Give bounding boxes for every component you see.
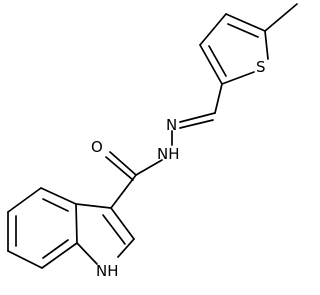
atom-label-imine-nitrogen: N [166, 116, 177, 134]
bond-methyl [264, 3, 298, 32]
atom-label-indole-nitrogen: NH [96, 262, 119, 280]
bond-benzene-c6-c7 [7, 250, 43, 269]
bond-ch-n-double-2 [179, 119, 214, 129]
structure-diagram: S O N NH NH [7, 3, 298, 280]
bond-carbonyl-o-1 [109, 151, 137, 176]
bond-thiophene-c5-c4 [225, 13, 266, 32]
bond-thiophene-c3-c2-inner [208, 45, 227, 77]
bond-benzene-c3a-c4-inner [42, 198, 69, 212]
bond-indole-c3-c2-inner [102, 214, 126, 245]
bond-indole-c3-c2 [110, 207, 135, 240]
bond-indole-n1-c7a [76, 242, 98, 265]
bond-carbonyl-o-2 [105, 156, 134, 181]
bond-carbonyl-indole [110, 174, 137, 209]
bond-indole-c3-c3a [75, 203, 112, 209]
atom-label-amide-nitrogen: NH [157, 145, 180, 163]
bond-thiophene-c5-c4-inner [227, 23, 259, 38]
bond-thiophene-s-c5 [264, 30, 269, 60]
bond-benzene-c4-c5 [7, 187, 42, 213]
atom-label-oxygen: O [91, 138, 103, 156]
bond-ch-n-double [179, 112, 216, 123]
bond-indole-c2-n1 [117, 238, 135, 258]
bond-benzene-c7-c7a [41, 242, 78, 269]
bond-thiophene-c4-c3 [199, 13, 227, 46]
bond-nh-carbonyl [135, 159, 163, 176]
bond-benzene-c7-c7a-inner [42, 239, 69, 259]
bond-benzene-c3a-c4 [40, 187, 77, 205]
bond-thiophene-c3-c2 [199, 44, 223, 85]
bond-indole-c3a-c7a [75, 203, 78, 244]
atom-label-sulfur: S [256, 58, 266, 76]
bond-thiophene-ch [214, 83, 223, 114]
bond-thiophene-c2-s [221, 71, 255, 85]
molecule-drawing: S O N NH NH [7, 3, 298, 280]
